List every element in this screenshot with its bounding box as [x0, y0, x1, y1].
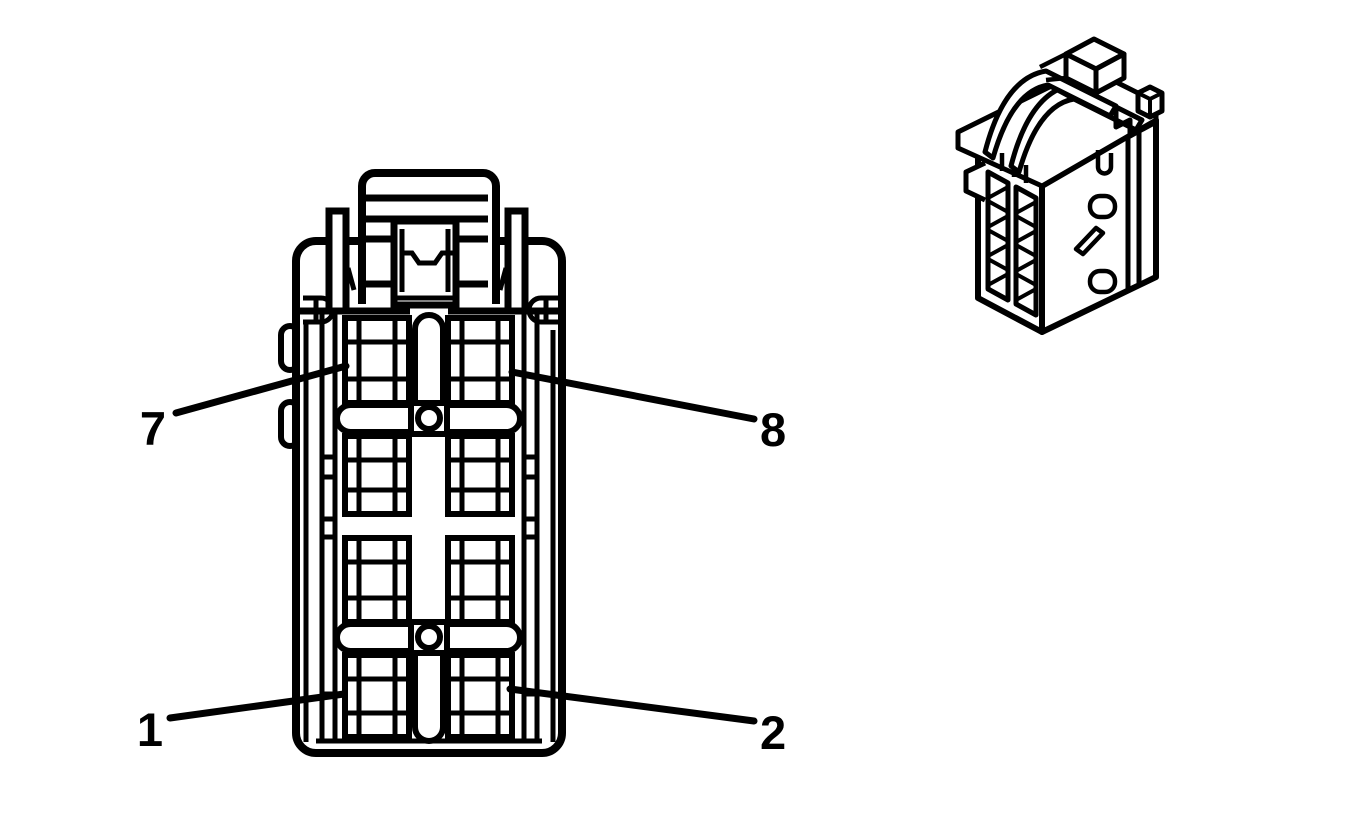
iso-clip-hook: [1087, 268, 1118, 295]
callout-label-8: 8: [760, 403, 786, 456]
terminal-cavity-7: [342, 315, 412, 406]
iso-side-rail: [1125, 130, 1142, 289]
post-detail-ticks: [345, 267, 509, 291]
terminal-cavity: [445, 535, 515, 625]
iso-latch-arch-front: [982, 68, 1119, 161]
iso-clip-hook: [1087, 193, 1118, 220]
terminal-cavity-1: [342, 652, 412, 740]
lock-bar-upper: [334, 400, 523, 437]
secondary-lock-detail: [394, 229, 456, 301]
callout-line-1: [166, 690, 348, 722]
iso-left-tab: [963, 160, 987, 203]
center-channel-bottom: [412, 651, 446, 744]
iso-lock-block: [1038, 36, 1127, 96]
callouts: 7 8 1 2: [137, 362, 786, 759]
lock-bar-lower: [334, 619, 523, 656]
guide-post-left: [325, 207, 350, 315]
rail-left: [319, 313, 338, 742]
terminal-cavity: [342, 433, 412, 517]
iso-cavity-slot-left: [985, 169, 1011, 303]
callout-label-7: 7: [140, 402, 166, 455]
rail-right: [521, 313, 540, 742]
iso-cavity-slot-right: [1013, 184, 1039, 318]
lock-bar-circle: [415, 623, 443, 651]
guide-post-right: [504, 207, 529, 315]
connector-front-view: [278, 169, 566, 757]
callout-line-2: [506, 685, 758, 725]
terminal-cavity: [342, 535, 412, 625]
shoulder-detail-right: [526, 295, 559, 325]
lock-bar-circle: [415, 404, 443, 432]
callout-label-1: 1: [137, 703, 163, 756]
iso-right-end-tab-edges: [1137, 91, 1163, 117]
terminal-cavity: [445, 433, 515, 517]
center-channel-top: [412, 312, 446, 404]
terminal-cavity-8: [445, 315, 515, 406]
iso-clip-ramp: [1073, 225, 1106, 257]
terminal-cavity-2: [445, 652, 515, 740]
callout-label-2: 2: [760, 706, 786, 759]
callout-line-7: [172, 362, 350, 417]
iso-hanging-tab: [1095, 150, 1114, 176]
callout-line-8: [508, 368, 758, 423]
connector-isometric-view: [955, 36, 1165, 335]
